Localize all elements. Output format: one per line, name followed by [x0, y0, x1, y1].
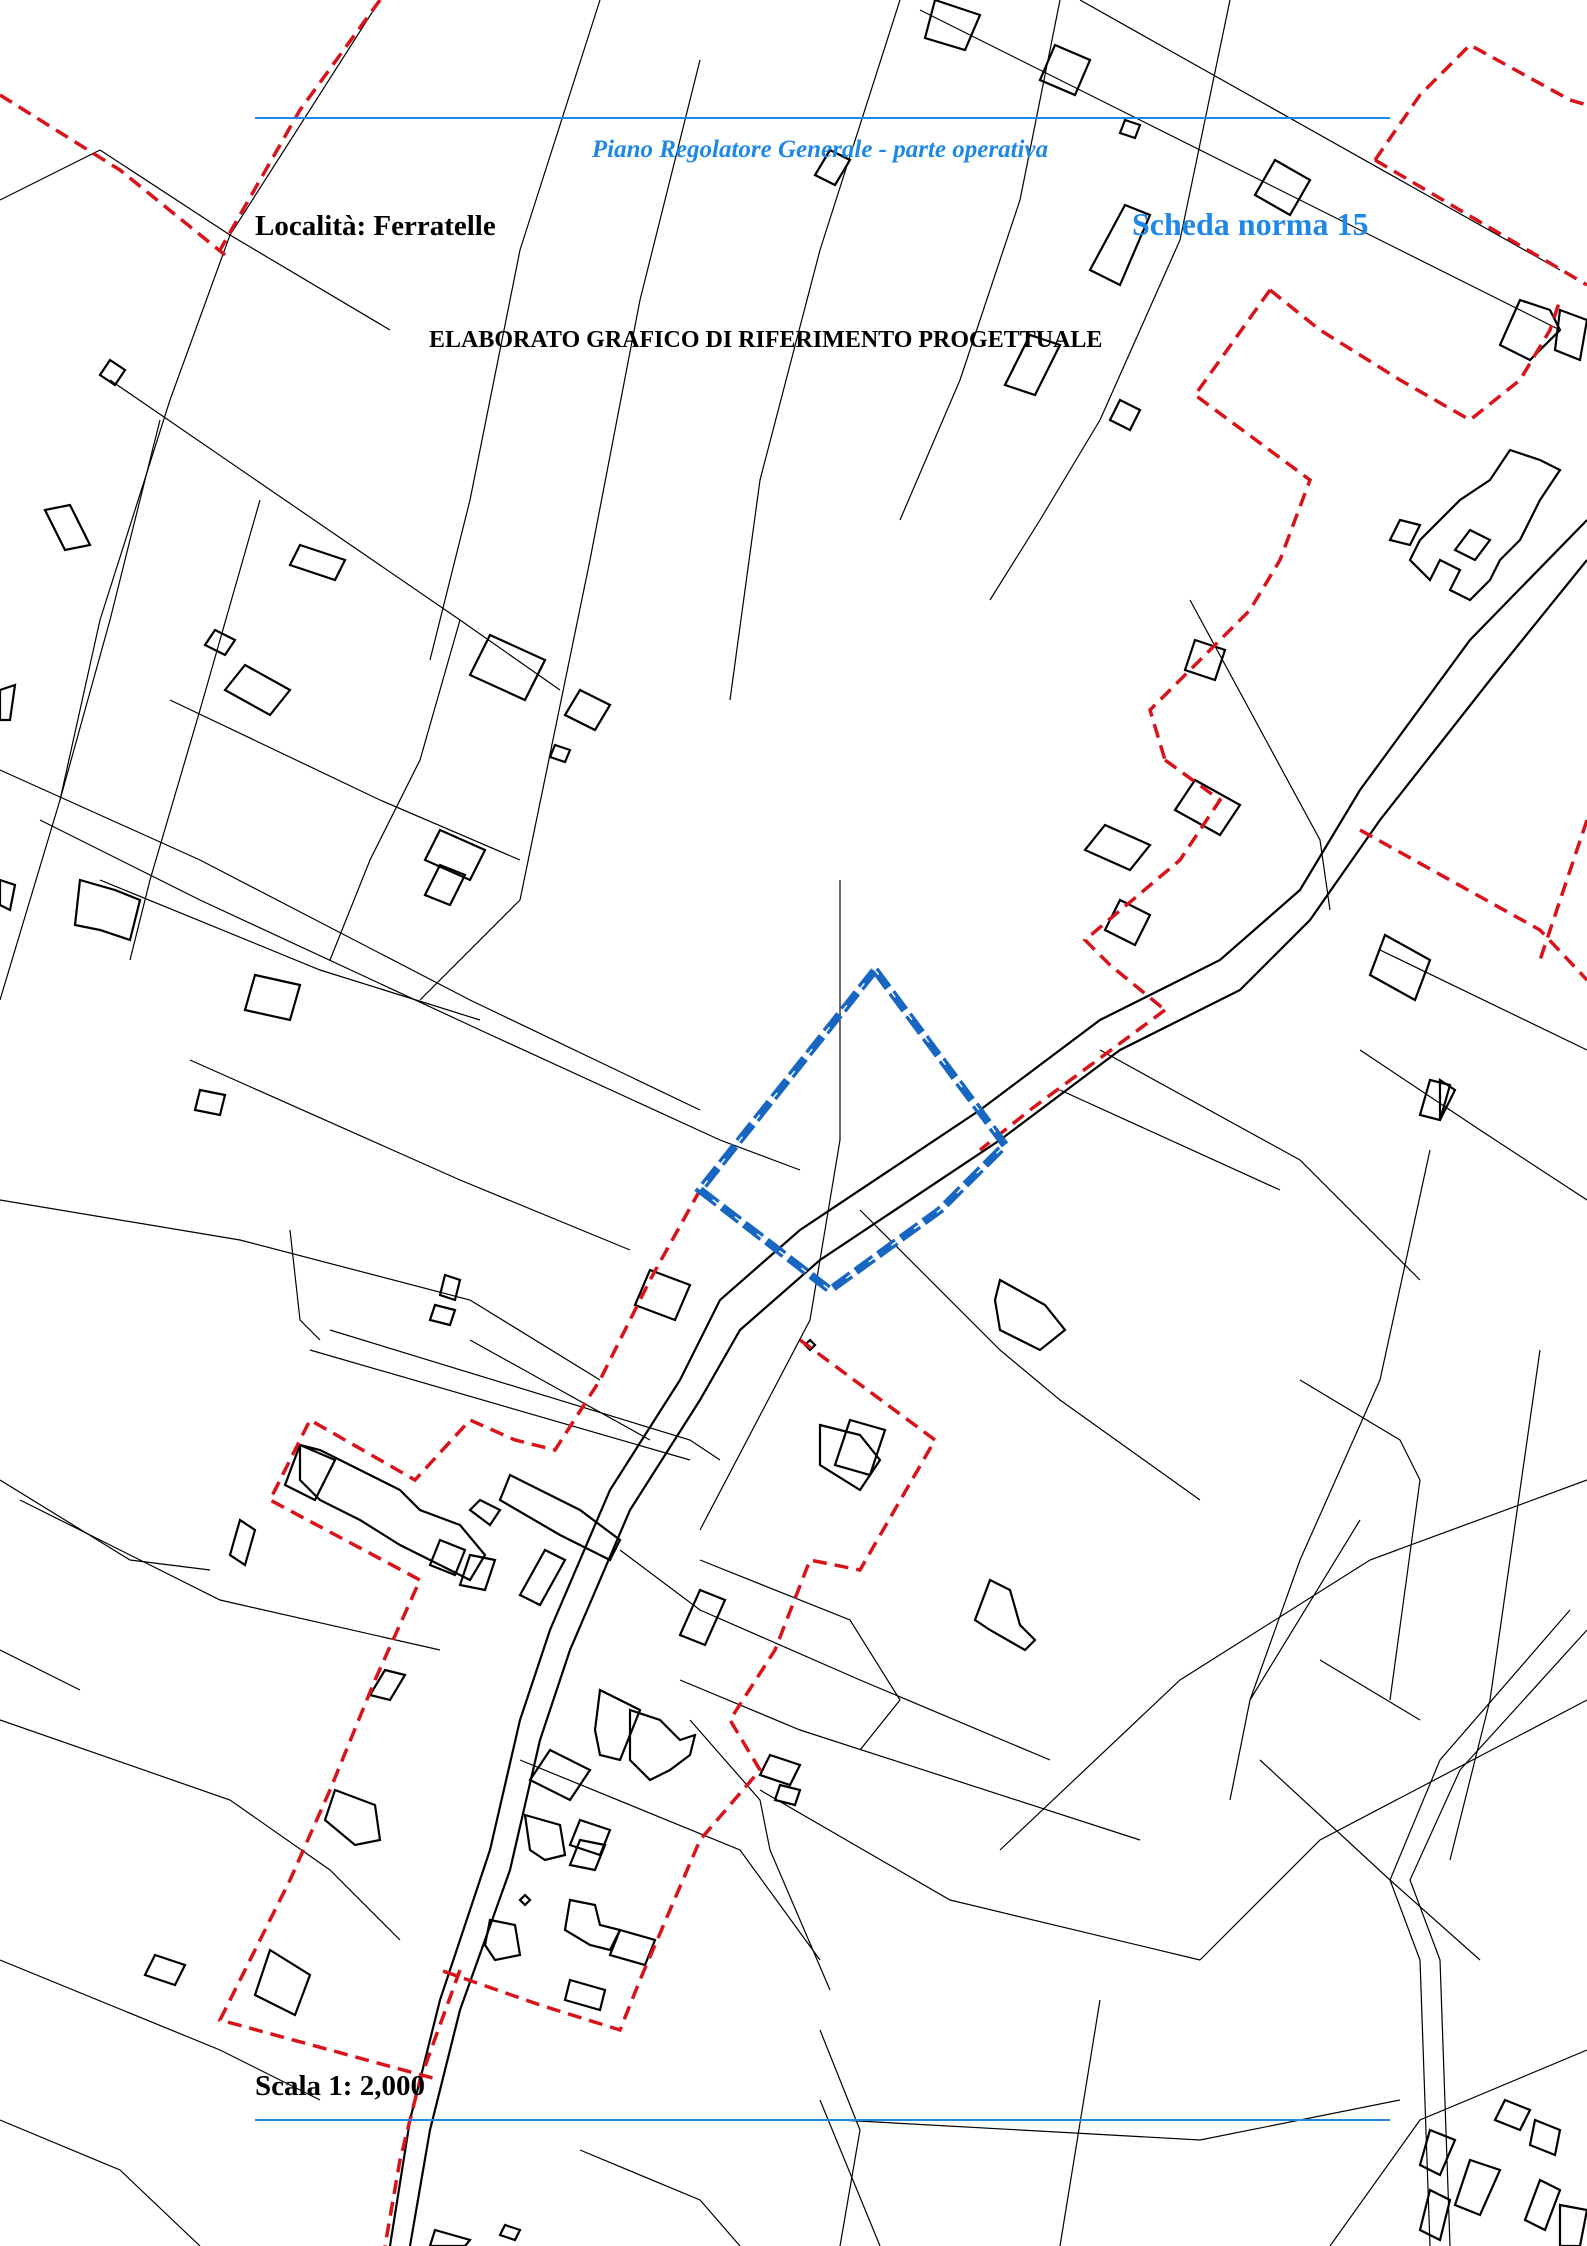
locality-label: Località: Ferratelle — [255, 210, 496, 242]
road — [388, 519, 1587, 2246]
plan-title: Piano Regolatore Generale - parte operat… — [591, 136, 1049, 163]
drawing-title: ELABORATO GRAFICO DI RIFERIMENTO PROGETT… — [429, 327, 1103, 353]
sheet-number: Scheda norma 15 — [1132, 206, 1369, 242]
blue-boundary — [694, 963, 1011, 1295]
scale-label: Scala 1: 2,000 — [255, 2070, 425, 2102]
